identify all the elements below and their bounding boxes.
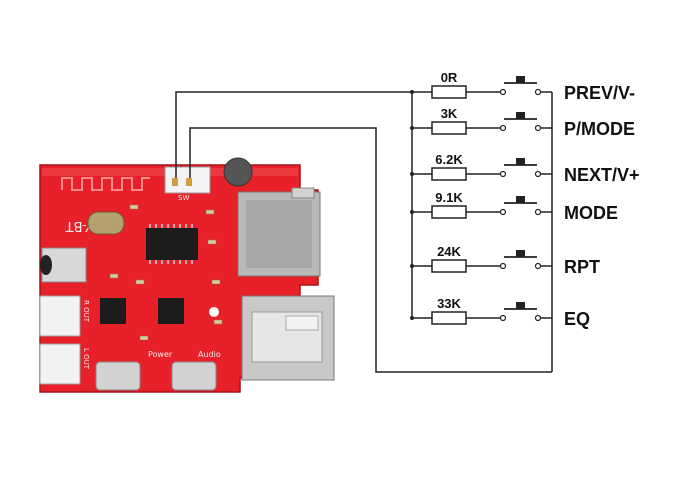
switch-contact: [534, 208, 542, 216]
switch-connector-label: SW: [178, 194, 189, 202]
junction-dot: [410, 172, 414, 176]
button-row: 3K P/MODE: [410, 106, 635, 139]
main-chip-pins: [149, 224, 193, 264]
switch-contact: [534, 262, 542, 270]
usb-a-tongue: [285, 315, 319, 331]
sd-card-slot-notch: [291, 187, 315, 199]
sd-card-slot-inner: [246, 200, 312, 268]
right-out-label: R OUT: [82, 300, 90, 323]
button-rows: 0R PREV/V- 3K P/MODE 6.2K NEXT/V+ 9.1K MODE 24K R…: [410, 70, 640, 329]
main-chip: [146, 228, 198, 260]
resistor: [431, 85, 467, 99]
antenna-trace: [61, 177, 150, 191]
audio-micro-usb: [171, 361, 217, 391]
board-led: [209, 307, 219, 317]
switch-plunger: [516, 196, 525, 203]
crystal-oscillator: [87, 211, 125, 235]
switch-contact: [534, 314, 542, 322]
power-micro-usb: [95, 361, 141, 391]
amp-chip-right: [158, 298, 184, 324]
switch-plunger: [516, 158, 525, 165]
switch-contact: [499, 170, 507, 178]
switch-contact: [534, 170, 542, 178]
resistor-value: 0R: [441, 70, 458, 85]
switch-contact: [534, 124, 542, 132]
junction-dot: [410, 264, 414, 268]
switch-plunger: [516, 302, 525, 309]
resistor-value: 24K: [437, 244, 461, 259]
top-capacitor: [223, 157, 253, 187]
right-out-terminal: [39, 295, 81, 337]
resistor: [431, 259, 467, 273]
wiring: [175, 91, 553, 373]
left-out-terminal: [39, 343, 81, 385]
button-label: RPT: [564, 257, 600, 277]
switch-contact: [499, 208, 507, 216]
switch-contact: [499, 262, 507, 270]
junction-dot: [410, 210, 414, 214]
switch-connector-pin-a: [172, 178, 178, 186]
button-row: 33K EQ: [410, 296, 590, 329]
smd-components: [109, 204, 223, 341]
resistor: [431, 311, 467, 325]
bluetooth-audio-board: XY-BT SW: [39, 157, 335, 393]
resistor: [431, 167, 467, 181]
switch-connector-pin-b: [186, 178, 192, 186]
junction-dot: [410, 316, 414, 320]
switch-plunger: [516, 112, 525, 119]
resistor: [431, 205, 467, 219]
power-port-label: Power: [148, 350, 173, 359]
bus-wire-resistors: [175, 91, 412, 178]
junction-dot: [410, 90, 414, 94]
switch-plunger: [516, 250, 525, 257]
switch-contact: [499, 124, 507, 132]
audio-jack-hole: [40, 255, 52, 275]
button-row: 6.2K NEXT/V+: [410, 152, 640, 185]
button-label: PREV/V-: [564, 83, 635, 103]
switch-contact: [534, 88, 542, 96]
switch-contact: [499, 88, 507, 96]
resistor-value: 9.1K: [435, 190, 463, 205]
resistor-value: 6.2K: [435, 152, 463, 167]
button-row: 0R PREV/V-: [410, 70, 635, 103]
resistor-value: 3K: [441, 106, 458, 121]
button-label: NEXT/V+: [564, 165, 640, 185]
switch-plunger: [516, 76, 525, 83]
button-row: 24K RPT: [410, 244, 600, 277]
switch-contact: [499, 314, 507, 322]
audio-port-label: Audio: [198, 350, 221, 359]
button-label: MODE: [564, 203, 618, 223]
junction-dot: [410, 126, 414, 130]
button-label: P/MODE: [564, 119, 635, 139]
bus-wire-common: [189, 127, 552, 373]
left-out-label: L OUT: [82, 348, 90, 370]
button-label: EQ: [564, 309, 590, 329]
resistor-value: 33K: [437, 296, 461, 311]
button-row: 9.1K MODE: [410, 190, 618, 223]
resistor: [431, 121, 467, 135]
amp-chip-left: [100, 298, 126, 324]
